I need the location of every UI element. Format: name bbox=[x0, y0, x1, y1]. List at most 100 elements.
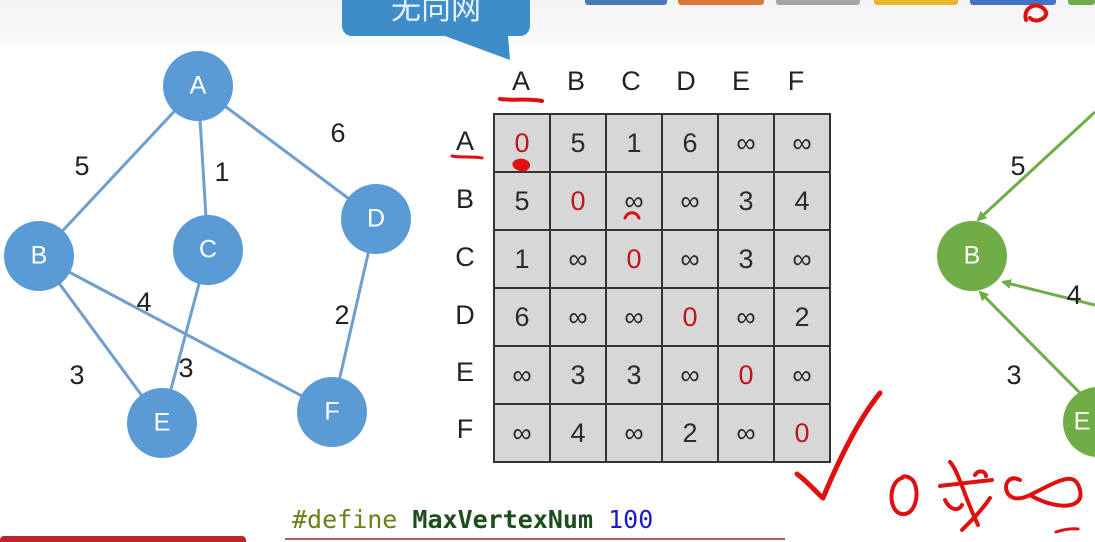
matrix-cell: 6 bbox=[493, 287, 551, 347]
node-B bbox=[4, 221, 74, 291]
col-header: C bbox=[621, 66, 641, 96]
right-edge-weight: 3 bbox=[1006, 360, 1021, 390]
matrix-cell: 5 bbox=[493, 171, 551, 231]
code-identifier: MaxVertexNum bbox=[412, 505, 594, 534]
edge-to-B-right bbox=[1001, 279, 1095, 307]
node-label-C: C bbox=[199, 236, 217, 264]
matrix-cell: 4 bbox=[773, 171, 831, 231]
right-node-label-B: B bbox=[964, 242, 981, 270]
edge-weight-A-D: 6 bbox=[330, 118, 345, 148]
node-label-B: B bbox=[31, 242, 48, 270]
code-define-line: #define MaxVertexNum 100 bbox=[292, 505, 653, 534]
right-node-label-E: E bbox=[1074, 408, 1091, 436]
matrix-cell: ∞ bbox=[549, 287, 607, 347]
edge-A-B bbox=[37, 84, 200, 258]
right-edge-weight: 5 bbox=[1010, 151, 1025, 181]
row-header: A bbox=[455, 126, 474, 156]
callout-bubble: 无向网 bbox=[342, 0, 530, 36]
toolbar-tab-1[interactable] bbox=[585, 0, 667, 5]
matrix-row: ∞ 3 3 ∞ 0 ∞ bbox=[493, 345, 831, 405]
matrix-cell: 0 bbox=[717, 345, 775, 405]
matrix-cell: ∞ bbox=[773, 345, 831, 405]
node-D bbox=[341, 184, 411, 254]
matrix-cell: 3 bbox=[549, 345, 607, 405]
row-header: B bbox=[455, 184, 474, 214]
matrix-row: 5 0 ∞ ∞ 3 4 bbox=[493, 171, 831, 231]
matrix-cell: ∞ bbox=[493, 403, 551, 463]
row-header: C bbox=[455, 242, 475, 272]
matrix-cell: ∞ bbox=[549, 229, 607, 289]
right-node-B bbox=[937, 221, 1007, 291]
node-F bbox=[297, 377, 367, 447]
matrix-row: ∞ 4 ∞ 2 ∞ 0 bbox=[493, 403, 831, 463]
matrix-cell: ∞ bbox=[717, 403, 775, 463]
top-bar bbox=[0, 0, 1095, 46]
matrix-cell: ∞ bbox=[773, 229, 831, 289]
code-underline bbox=[285, 538, 785, 540]
matrix-cell: ∞ bbox=[605, 287, 663, 347]
matrix-cell: ∞ bbox=[605, 171, 663, 231]
matrix-cell: 3 bbox=[717, 229, 775, 289]
edge-A-D bbox=[197, 84, 377, 221]
col-header: F bbox=[787, 66, 805, 96]
node-label-D: D bbox=[367, 205, 385, 233]
handwritten-mark-top bbox=[1023, 3, 1049, 23]
node-A bbox=[163, 51, 233, 121]
right-node-E bbox=[1063, 387, 1095, 457]
matrix-cell: 4 bbox=[549, 403, 607, 463]
toolbar-tab-2[interactable] bbox=[678, 0, 764, 5]
matrix-cell: ∞ bbox=[717, 287, 775, 347]
node-label-A: A bbox=[190, 72, 207, 100]
col-header: B bbox=[566, 66, 585, 96]
node-C bbox=[173, 215, 243, 285]
bottom-red-bar bbox=[0, 536, 246, 542]
underline-row-a bbox=[450, 154, 484, 160]
handwritten-huo bbox=[938, 460, 994, 532]
toolbar-tab-4[interactable] bbox=[874, 0, 958, 5]
matrix-cell: ∞ bbox=[717, 113, 775, 173]
matrix-cell: 5 bbox=[549, 113, 607, 173]
matrix-cell: ∞ bbox=[773, 113, 831, 173]
matrix-cell: ∞ bbox=[661, 345, 719, 405]
matrix-cell: ∞ bbox=[661, 229, 719, 289]
edge-weight-B-F: 4 bbox=[136, 287, 151, 317]
matrix-cell: ∞ bbox=[493, 345, 551, 405]
node-label-F: F bbox=[324, 398, 339, 426]
col-header: A bbox=[511, 66, 530, 96]
node-E bbox=[127, 388, 197, 458]
edge-weight-C-E: 3 bbox=[178, 353, 193, 383]
matrix-cell: ∞ bbox=[605, 403, 663, 463]
adjacency-matrix: 0 5 1 6 ∞ ∞ 5 0 ∞ ∞ 3 4 1 ∞ 0 ∞ 3 ∞ 6 ∞ … bbox=[493, 113, 831, 463]
matrix-row: 6 ∞ ∞ 0 ∞ 2 bbox=[493, 287, 831, 347]
edge-weight-D-F: 2 bbox=[334, 300, 349, 330]
col-header: D bbox=[676, 66, 696, 96]
handwritten-tick-bottom bbox=[1054, 527, 1080, 534]
row-header: D bbox=[455, 300, 475, 330]
edge-weight-A-C: 1 bbox=[214, 157, 229, 187]
handwritten-zero bbox=[889, 474, 919, 516]
underline-col-a bbox=[498, 97, 544, 103]
checkmark bbox=[794, 390, 883, 501]
left-graph: 5 1 6 3 4 3 2 A B C D E F bbox=[4, 51, 411, 458]
edge-weight-A-B: 5 bbox=[74, 151, 89, 181]
matrix-cell: 0 bbox=[661, 287, 719, 347]
handwritten-infinity bbox=[1004, 476, 1083, 508]
code-value: 100 bbox=[608, 505, 654, 534]
matrix-cell: 1 bbox=[493, 229, 551, 289]
caret-mark bbox=[623, 211, 641, 220]
col-header: E bbox=[731, 66, 750, 96]
row-header: F bbox=[456, 414, 474, 444]
toolbar-tab-3[interactable] bbox=[776, 0, 860, 5]
matrix-cell: 0 bbox=[605, 229, 663, 289]
edge-E-to-B bbox=[978, 290, 1084, 397]
matrix-cell: 3 bbox=[605, 345, 663, 405]
code-keyword: #define bbox=[292, 505, 398, 534]
toolbar-tab-6[interactable] bbox=[1068, 0, 1095, 5]
node-label-E: E bbox=[154, 409, 171, 437]
edge-weight-B-E: 3 bbox=[69, 360, 84, 390]
toolbar-tab-5[interactable] bbox=[970, 0, 1056, 5]
row-header: E bbox=[455, 357, 474, 387]
dot-mark-a bbox=[512, 158, 531, 172]
